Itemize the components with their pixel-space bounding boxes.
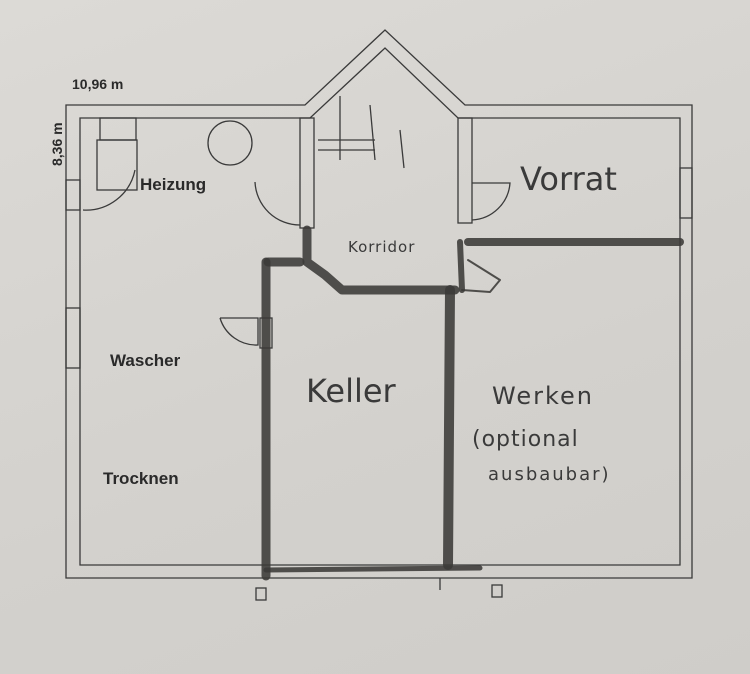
bottom-markers xyxy=(255,578,503,601)
door-swings xyxy=(82,120,511,346)
werken-note-line-2: ausbaubar) xyxy=(488,464,611,485)
room-label-trocknen: Trocknen xyxy=(103,469,179,488)
room-label-heizung: Heizung xyxy=(140,175,206,194)
pencil-walls xyxy=(261,225,684,581)
boiler-symbol xyxy=(207,120,253,166)
room-label-korridor: Korridor xyxy=(348,238,415,256)
outer-walls xyxy=(65,29,693,579)
room-label-wascher: Wascher xyxy=(110,351,181,370)
width-dimension-label: 10,96 m xyxy=(72,76,123,92)
height-dimension-label: 8,36 m xyxy=(49,122,65,166)
room-label-werken: Werken xyxy=(492,382,594,410)
printed-interior-walls xyxy=(65,96,693,369)
room-label-vorrat: Vorrat xyxy=(520,160,617,198)
werken-note-line-1: (optional xyxy=(472,427,579,452)
room-label-keller: Keller xyxy=(306,372,397,410)
